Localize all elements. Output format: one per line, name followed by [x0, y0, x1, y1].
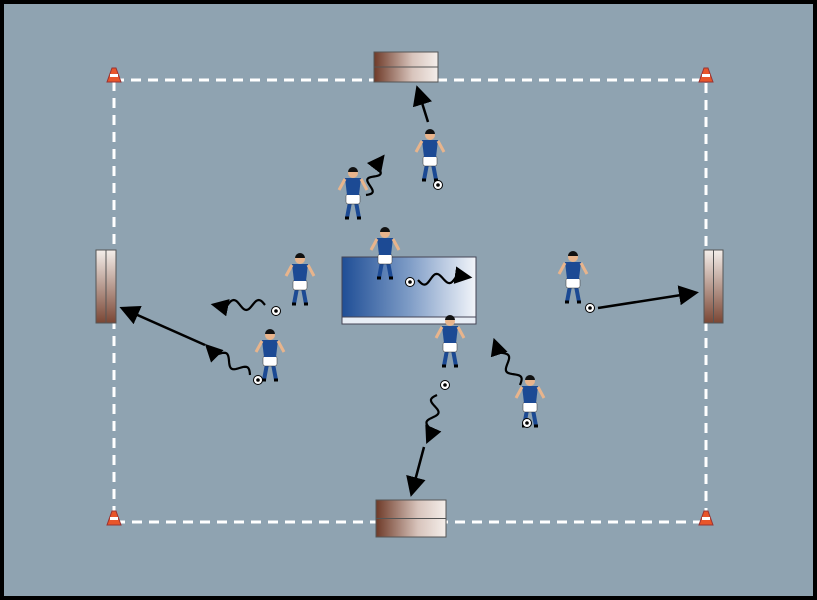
player-arms	[369, 238, 401, 251]
ball-patch	[525, 421, 529, 425]
player	[414, 129, 446, 182]
player-shirt	[292, 264, 308, 281]
player-shirt	[522, 386, 538, 403]
goal-top	[373, 51, 439, 83]
pass-arrow	[597, 285, 699, 310]
pass-arrow	[412, 85, 433, 123]
player-hair	[425, 129, 435, 134]
player-hair	[348, 167, 358, 172]
player-shorts	[422, 155, 438, 167]
player-hair	[265, 329, 275, 334]
player-legs	[565, 285, 581, 303]
cone-icon	[698, 67, 714, 83]
ball-patch	[408, 280, 412, 284]
player-shorts	[522, 401, 538, 413]
pass-arrow	[119, 305, 206, 347]
player-legs	[262, 363, 278, 381]
center-zone	[341, 256, 477, 318]
ball-icon	[585, 303, 595, 313]
player-hair	[295, 253, 305, 258]
player	[434, 315, 466, 368]
dribble-arrow	[417, 266, 473, 286]
goal-right	[703, 249, 724, 324]
player-arms	[284, 264, 316, 277]
player	[337, 167, 369, 220]
ball-icon	[440, 380, 450, 390]
player-legs	[345, 201, 361, 219]
cone-stripe	[702, 517, 710, 520]
ball-icon	[253, 375, 263, 385]
player-shirt	[377, 238, 393, 255]
player-legs	[442, 349, 458, 367]
ball-patch	[443, 383, 447, 387]
dribble-arrow	[204, 343, 252, 376]
player	[254, 329, 286, 382]
player-shirt	[345, 178, 361, 195]
player-shirt	[422, 140, 438, 157]
dribble-arrow	[210, 298, 266, 317]
player-legs	[377, 261, 393, 279]
player	[514, 375, 546, 428]
ball-icon	[405, 277, 415, 287]
cone-stripe	[110, 74, 118, 77]
player-arms	[514, 386, 546, 399]
cone-stripe	[702, 74, 710, 77]
player-legs	[292, 287, 308, 305]
goal-bottom	[375, 499, 447, 538]
cone-icon	[106, 510, 122, 526]
cone-icon	[106, 67, 122, 83]
dribble-arrow	[425, 394, 442, 445]
ball-icon	[433, 180, 443, 190]
cone-stripe	[110, 517, 118, 520]
player	[369, 227, 401, 280]
player-shirt	[565, 262, 581, 279]
ball-patch	[256, 378, 260, 382]
ball-icon	[522, 418, 532, 428]
player-arms	[434, 326, 466, 339]
player-hair	[445, 315, 455, 320]
player-arms	[337, 178, 369, 191]
player-arms	[254, 340, 286, 353]
player-shirt	[262, 340, 278, 357]
cone-icon	[698, 510, 714, 526]
player-arms	[557, 262, 589, 275]
player-arms	[414, 140, 446, 153]
player-hair	[525, 375, 535, 380]
pass-arrow	[406, 446, 426, 497]
center-zone-edge	[341, 316, 477, 325]
player-shorts	[377, 253, 393, 265]
player-shorts	[442, 341, 458, 353]
ball-patch	[274, 309, 278, 313]
ball-patch	[436, 183, 440, 187]
player	[557, 251, 589, 304]
dribble-arrow	[490, 337, 523, 386]
ball-patch	[588, 306, 592, 310]
player	[284, 253, 316, 306]
player-hair	[568, 251, 578, 256]
player-shorts	[345, 193, 361, 205]
player-legs	[422, 163, 438, 181]
player-shorts	[292, 279, 308, 291]
dribble-arrow	[365, 154, 385, 197]
player-shorts	[565, 277, 581, 289]
player-hair	[380, 227, 390, 232]
ball-icon	[271, 306, 281, 316]
player-shirt	[442, 326, 458, 343]
player-shorts	[262, 355, 278, 367]
goal-left	[95, 249, 117, 324]
